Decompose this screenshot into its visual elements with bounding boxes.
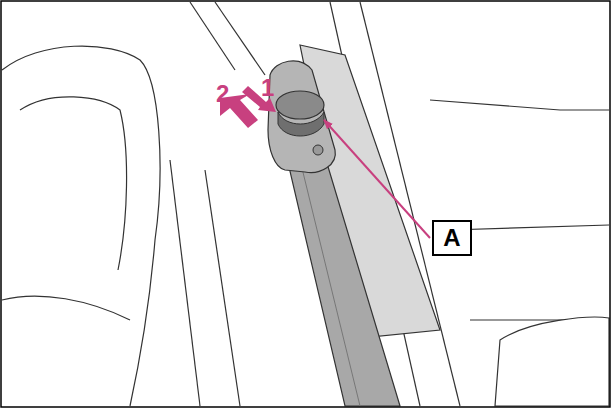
part-letter: A: [443, 226, 460, 250]
callout-number: 1: [261, 76, 274, 100]
callout-number: 2: [216, 82, 229, 106]
part-letter-box: A: [432, 220, 472, 256]
